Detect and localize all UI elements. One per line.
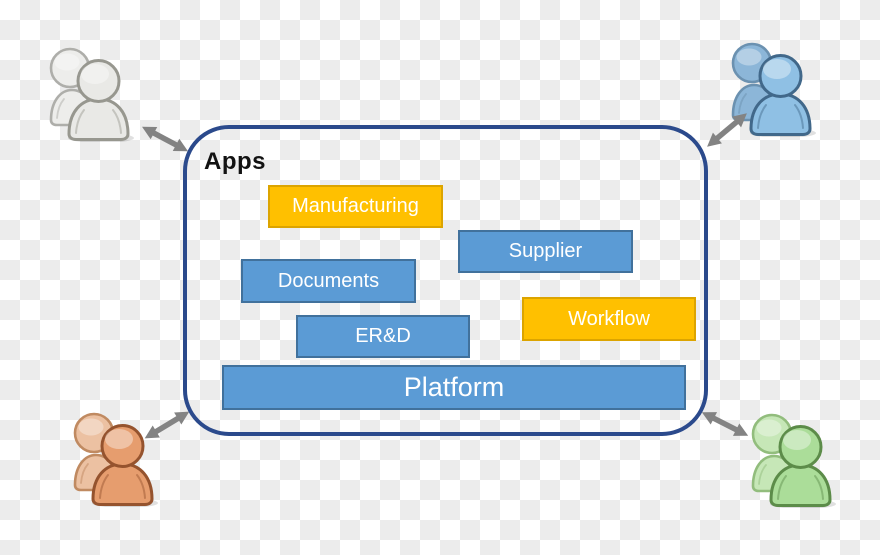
apps-container	[183, 125, 708, 436]
app-box-documents: Documents	[241, 259, 416, 303]
app-box-label: ER&D	[355, 325, 411, 347]
users-icon-bottom-left	[62, 407, 162, 507]
apps-label: Apps	[204, 148, 266, 175]
app-box-label: Documents	[277, 269, 380, 292]
double-arrow-icon-top-left	[138, 120, 191, 159]
users-icon-top-left	[38, 42, 138, 142]
app-box-supplier: Supplier	[458, 230, 633, 273]
app-box-label: Manufacturing	[292, 195, 419, 217]
app-box-manufacturing: Manufacturing	[268, 185, 443, 228]
app-box-workflow: Workflow	[522, 297, 696, 341]
app-box-platform: Platform	[222, 365, 686, 410]
app-box-label: Supplier	[508, 240, 583, 262]
users-icon-bottom-right	[740, 408, 840, 508]
app-box-label: Workflow	[568, 307, 650, 330]
app-box-erd: ER&D	[296, 315, 470, 358]
app-box-label: Platform	[403, 372, 505, 402]
